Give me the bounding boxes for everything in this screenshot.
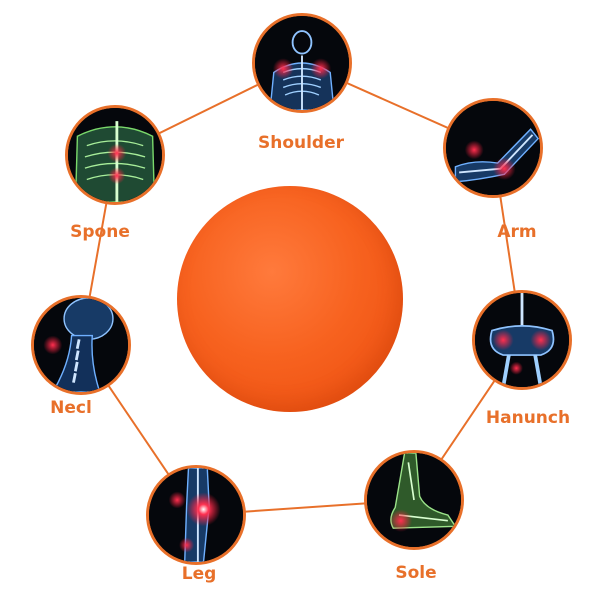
knee-xray-icon <box>146 465 246 565</box>
label-spone: Spone <box>70 222 130 242</box>
shoulder-xray-icon <box>252 13 352 113</box>
label-hanunch: Hanunch <box>485 408 571 428</box>
hip-xray-icon <box>472 290 572 390</box>
arm-xray-icon <box>443 98 543 198</box>
label-leg: Leg <box>181 564 217 584</box>
spine-xray-icon <box>65 105 165 205</box>
label-arm: Arm <box>497 222 537 242</box>
massage-ball <box>177 186 403 412</box>
label-necl: Necl <box>50 398 92 418</box>
foot-xray-icon <box>364 450 464 550</box>
label-shoulder: Shoulder <box>257 133 345 153</box>
neck-xray-icon <box>31 295 131 395</box>
label-sole: Sole <box>395 563 437 583</box>
